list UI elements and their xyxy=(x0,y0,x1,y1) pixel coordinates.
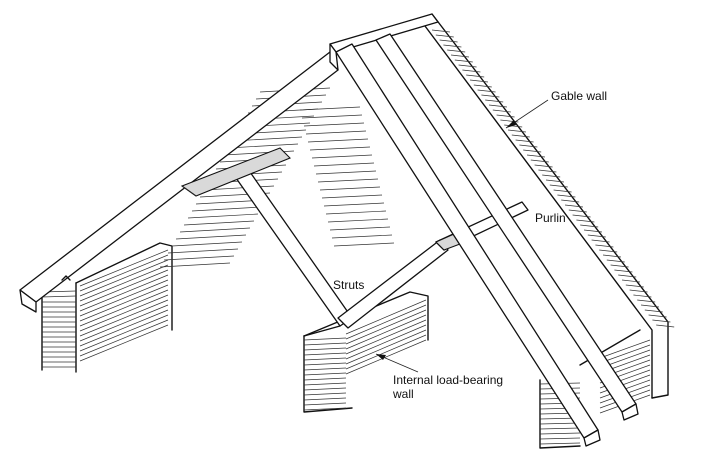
ridge-board xyxy=(329,13,439,71)
gable-wall-leader-arrow xyxy=(505,99,549,129)
gable-wall xyxy=(421,13,675,399)
purlin-label: Purlin xyxy=(535,211,566,225)
purlin-left xyxy=(180,147,291,197)
strut-right xyxy=(337,239,449,329)
struts-label: Struts xyxy=(333,278,364,292)
gable-wall-label: Gable wall xyxy=(551,89,607,103)
left-rafter xyxy=(19,51,339,313)
internal-wall-label-line1: Internal load-bearing xyxy=(393,373,503,387)
roof-underside-shading xyxy=(159,87,395,268)
internal-wall-label-line2: wall xyxy=(392,387,414,401)
left-eaves-brick-wall xyxy=(41,242,173,373)
internal-wall-leader-arrow xyxy=(375,353,419,373)
right-rafter-outer xyxy=(375,33,639,421)
wall-plate xyxy=(303,325,341,337)
right-rafter-inner xyxy=(335,43,601,447)
strut-left xyxy=(235,171,353,327)
